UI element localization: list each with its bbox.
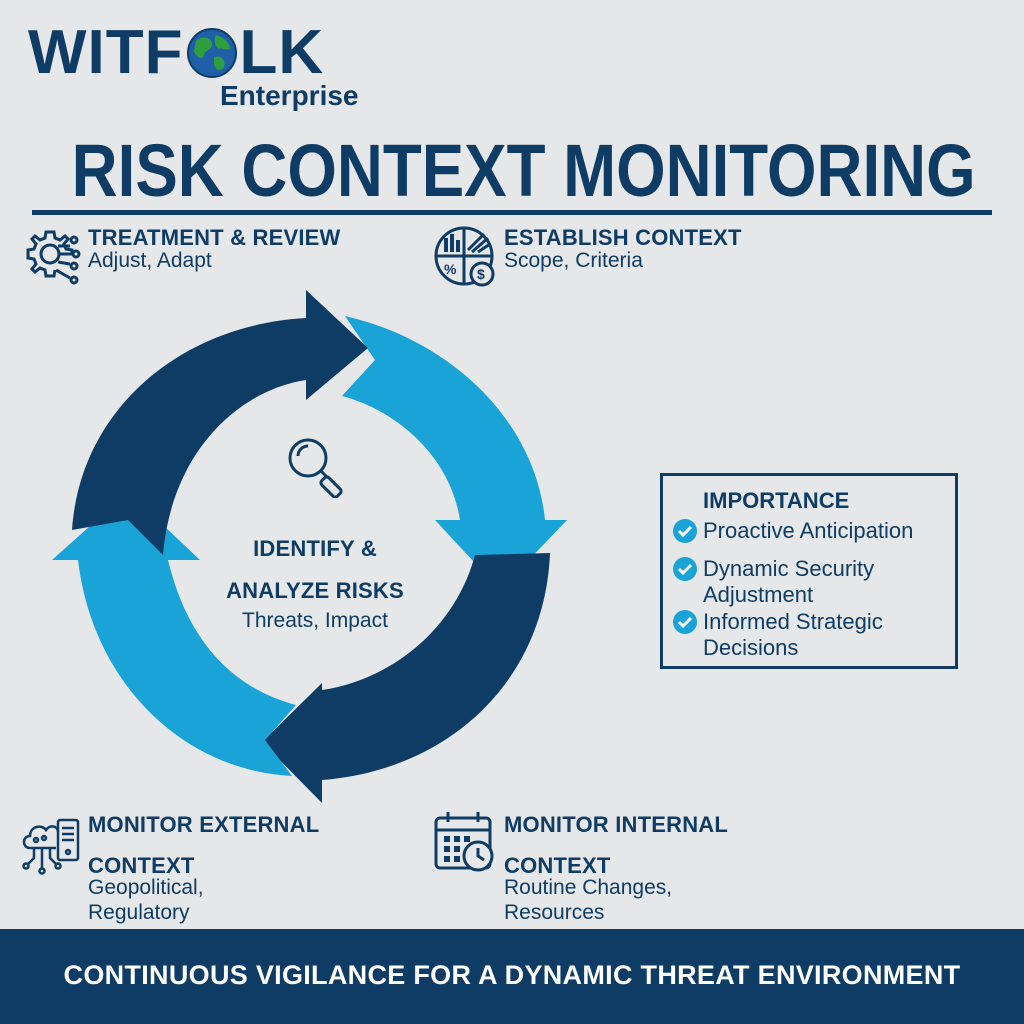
- calendar-clock-icon: [432, 808, 498, 874]
- cycle-arrow-treatment: [72, 290, 368, 555]
- logo-subtitle: Enterprise: [220, 80, 359, 111]
- cycle-arrow-establish: [342, 316, 567, 590]
- establish-title: ESTABLISH CONTEXT: [504, 225, 742, 250]
- internal-sub-line1: Routine Changes,: [504, 876, 673, 899]
- external-title-line2: CONTEXT: [88, 853, 195, 878]
- importance-item-text: Dynamic Security: [703, 556, 875, 581]
- center-title-line2: ANALYZE RISKS: [226, 578, 404, 603]
- internal-title-line1: MONITOR INTERNAL: [504, 812, 729, 837]
- treatment-title: TREATMENT & REVIEW: [88, 225, 341, 250]
- center-subtitle: Threats, Impact: [242, 609, 388, 632]
- logo-text-left: WITF: [28, 18, 184, 87]
- importance-item: Proactive Anticipation: [673, 518, 913, 544]
- cycle-diagram: [52, 290, 567, 803]
- check-circle-icon: [673, 519, 697, 543]
- check-circle-icon: [673, 557, 697, 581]
- title-divider: [32, 210, 992, 215]
- globe-icon: [186, 27, 238, 79]
- gear-network-icon: [20, 226, 84, 290]
- treatment-subtitle: Adjust, Adapt: [88, 249, 212, 272]
- logo-text-right: LK: [239, 18, 325, 87]
- center-title-line1: IDENTIFY &: [253, 536, 377, 561]
- importance-item-text: Proactive Anticipation: [703, 518, 914, 543]
- pie-chart-icon: % $: [432, 224, 498, 290]
- internal-title-line2: CONTEXT: [504, 853, 611, 878]
- cycle-arrow-external: [52, 492, 296, 776]
- importance-panel: IMPORTANCE Proactive Anticipation Dynami…: [660, 473, 958, 669]
- magnifier-icon: [284, 436, 348, 498]
- cloud-server-icon: [20, 812, 84, 876]
- footer-text: CONTINUOUS VIGILANCE FOR A DYNAMIC THREA…: [63, 960, 961, 990]
- brand-logo: WITF LK: [28, 22, 324, 84]
- importance-item-text-2: Decisions: [703, 635, 799, 660]
- importance-item-text: Informed Strategic: [703, 609, 883, 634]
- external-title-line1: MONITOR EXTERNAL: [88, 812, 320, 837]
- external-sub-line2: Regulatory: [88, 901, 190, 924]
- external-sub-line1: Geopolitical,: [88, 876, 204, 899]
- check-circle-icon: [673, 610, 697, 634]
- footer-banner: [0, 929, 1024, 1024]
- svg-text:$: $: [477, 266, 485, 282]
- importance-item-text-2: Adjustment: [703, 582, 814, 607]
- svg-text:%: %: [444, 261, 457, 277]
- establish-subtitle: Scope, Criteria: [504, 249, 643, 272]
- page-title: RISK CONTEXT MONITORING: [71, 129, 976, 212]
- cycle-arrow-internal: [262, 553, 550, 803]
- importance-title: IMPORTANCE: [703, 488, 850, 513]
- internal-sub-line2: Resources: [504, 901, 605, 924]
